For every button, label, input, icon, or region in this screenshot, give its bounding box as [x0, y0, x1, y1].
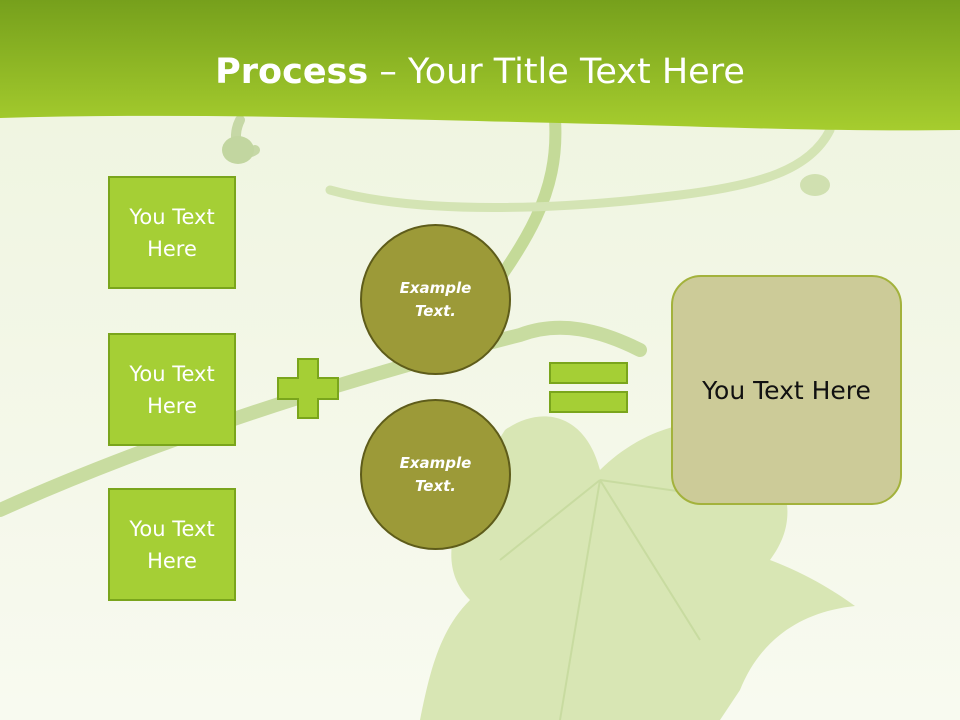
input-box-2: You Text Here — [108, 333, 236, 446]
plus-icon — [277, 358, 339, 419]
slide-title: Process – Your Title Text Here — [0, 52, 960, 92]
circle-label: Example Text. — [399, 278, 472, 320]
example-circle-2: Example Text. — [360, 399, 511, 550]
input-box-label: You Text Here — [129, 361, 215, 418]
circle-label: Example Text. — [399, 453, 472, 495]
result-label: You Text Here — [702, 375, 871, 405]
title-rest: – Your Title Text Here — [368, 52, 745, 92]
input-box-3: You Text Here — [108, 488, 236, 601]
equals-icon — [549, 362, 628, 413]
result-box: You Text Here — [671, 275, 902, 505]
title-bold: Process — [215, 52, 369, 92]
example-circle-1: Example Text. — [360, 224, 511, 375]
input-box-label: You Text Here — [129, 204, 215, 261]
input-box-1: You Text Here — [108, 176, 236, 289]
input-box-label: You Text Here — [129, 516, 215, 573]
